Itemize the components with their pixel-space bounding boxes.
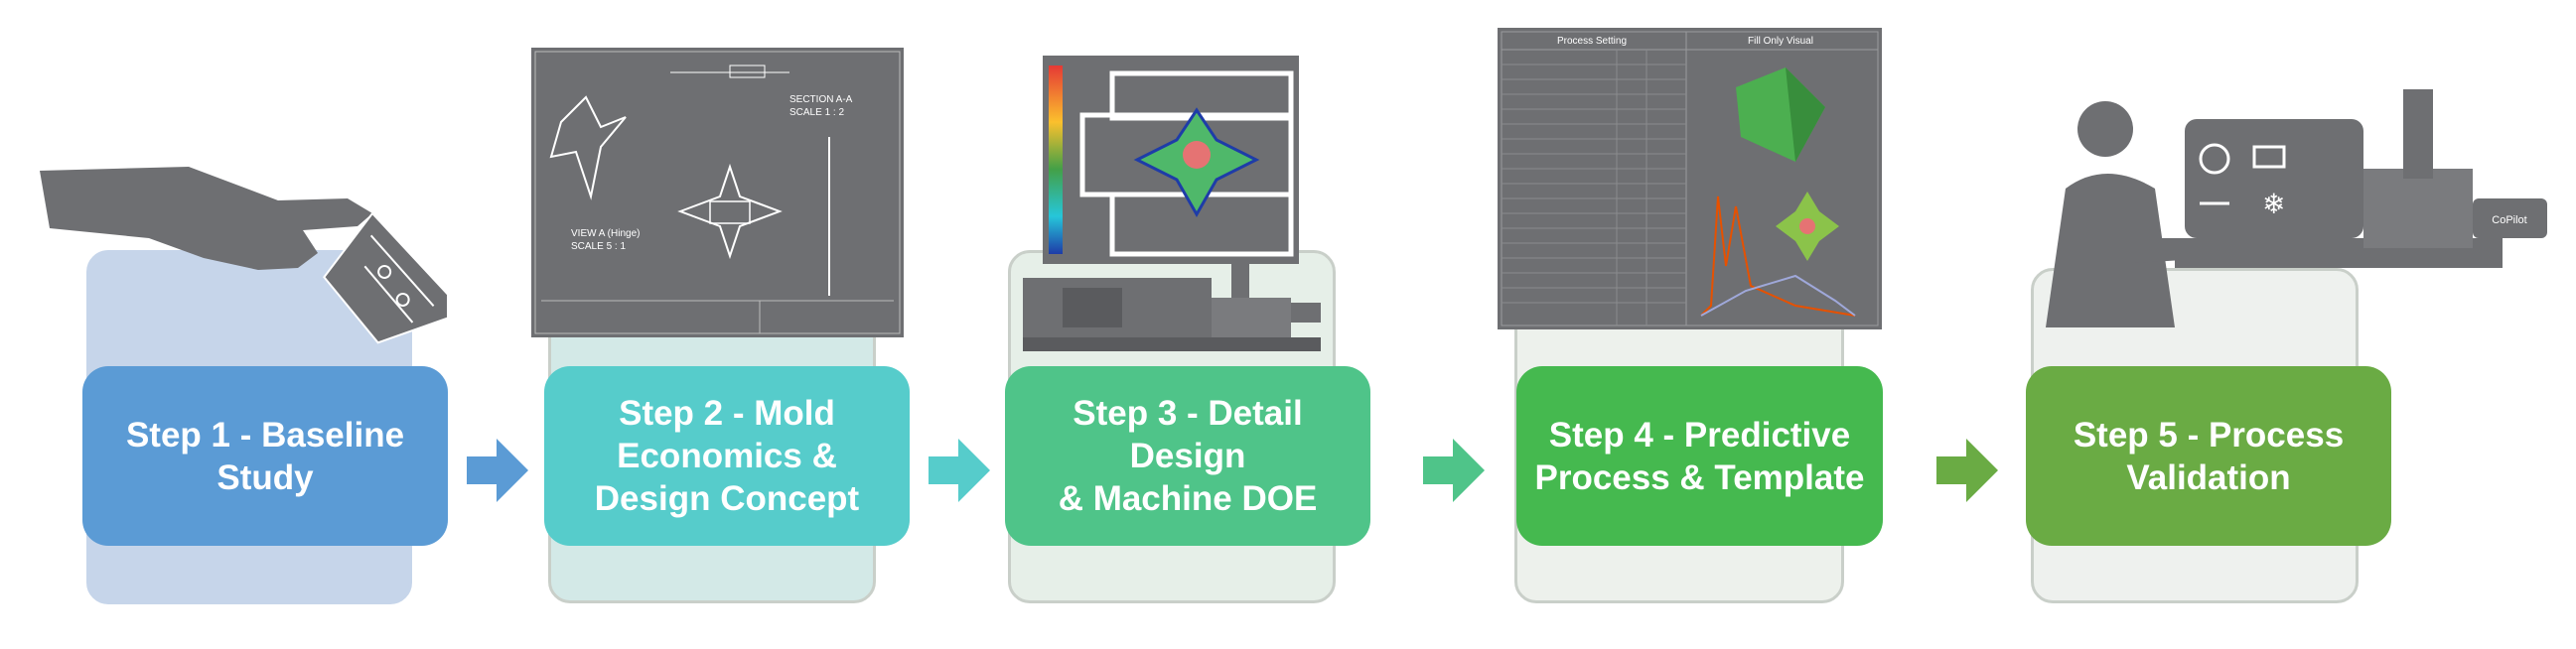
- color-scale-bar: [1049, 65, 1063, 254]
- table-header-right: Fill Only Visual: [1748, 36, 1813, 47]
- drawing-label-view: VIEW A (Hinge): [571, 228, 640, 239]
- snowflake-icon: ❄: [2262, 188, 2285, 220]
- injection-machine-illustration-3: [1023, 258, 1321, 351]
- process-template-illustration: Process Setting Fill Only Visual: [1498, 28, 1882, 329]
- step-4-box[interactable]: Step 4 - Predictive Process & Template: [1516, 366, 1883, 546]
- arrow-2-icon: [929, 439, 990, 502]
- drawing-label-section: SECTION A-A: [789, 94, 853, 105]
- arrow-4-icon: [1936, 439, 1998, 502]
- cad-drawing-illustration: SECTION A-A SCALE 1 : 2 VIEW A (Hinge) S…: [531, 48, 904, 337]
- operator-figure: [2046, 101, 2215, 327]
- hand-holding-part-illustration: [40, 167, 447, 344]
- arrow-3-icon: [1423, 439, 1485, 502]
- copilot-label: CoPilot: [2492, 214, 2526, 226]
- heater-icon: [2252, 145, 2286, 169]
- step-3-box[interactable]: Step 3 - Detail Design & Machine DOE: [1005, 366, 1370, 546]
- molded-part-shape: [323, 211, 447, 344]
- drawing-label-scale-2: SCALE 5 : 1: [571, 241, 626, 252]
- table-header-left: Process Setting: [1557, 36, 1627, 47]
- arrow-1-icon: [467, 439, 528, 502]
- machine-body: [2175, 89, 2547, 268]
- settings-table-rows: [1502, 50, 1686, 325]
- part-view-left: [549, 95, 627, 200]
- hand-shape: [40, 167, 372, 270]
- step-1-box[interactable]: Step 1 - Baseline Study: [82, 366, 448, 546]
- simulation-illustration: [1043, 56, 1299, 264]
- pressure-curve: [1700, 195, 1856, 317]
- step-2-box[interactable]: Step 2 - Mold Economics & Design Concept: [544, 366, 910, 546]
- part-view-center: [677, 163, 783, 260]
- drawing-label-scale: SCALE 1 : 2: [789, 107, 844, 118]
- gauge-icon: [2199, 143, 2230, 175]
- operator-machine-illustration: ❄ CoPilot: [2046, 89, 2547, 327]
- control-panel-screen: [2185, 119, 2363, 238]
- step-5-box[interactable]: Step 5 - Process Validation: [2026, 366, 2391, 546]
